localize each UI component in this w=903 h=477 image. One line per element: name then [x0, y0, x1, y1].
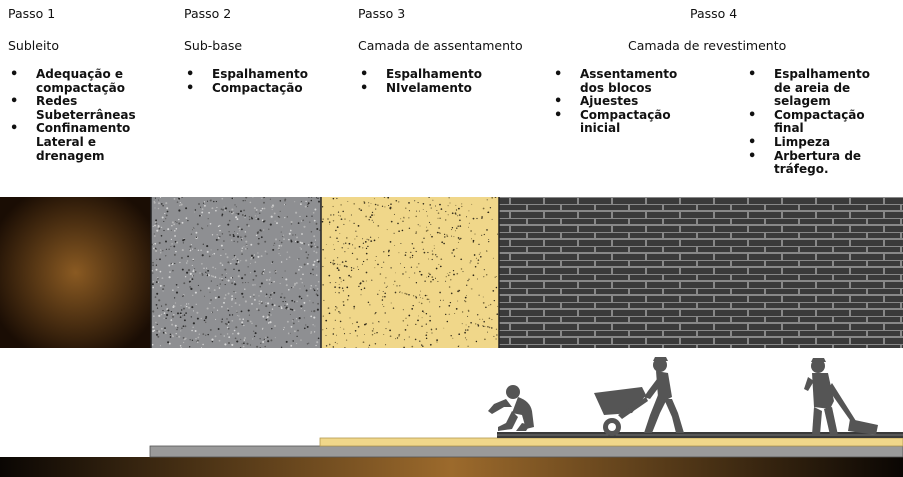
- step-2-list: Espalhamento Compactação: [184, 67, 324, 96]
- step-3-list: Espalhamento NIvelamento: [358, 67, 498, 96]
- paver-block-panel: [499, 197, 903, 348]
- list-item: Assentamento dos blocos: [552, 67, 722, 95]
- gravel-texture: [151, 197, 321, 348]
- list-item: Redes Subeterrâneas: [8, 94, 148, 122]
- list-item: NIvelamento: [358, 81, 498, 96]
- list-item: Espalhamento: [184, 67, 324, 82]
- bedding-layer-strip: [319, 437, 903, 447]
- step-1-list: Adequação e compactação Redes Subeterrân…: [8, 67, 148, 163]
- step-3-label: Passo 3: [358, 6, 406, 21]
- layer-texture-panel: [0, 197, 903, 348]
- wheelbarrow-worker-icon: [594, 357, 684, 436]
- bedding-sand-panel: [321, 197, 499, 348]
- step-4-list-left: Assentamento dos blocos Ajuestes Compact…: [552, 67, 722, 136]
- subgrade-soil-panel: [0, 197, 151, 348]
- step-4-list-right: Espalhamento de areia de selagem Compact…: [746, 67, 896, 177]
- step-2-label: Passo 2: [184, 6, 232, 21]
- step-4-label: Passo 4: [690, 6, 738, 21]
- list-item: Confinamento Lateral e drenagem: [8, 122, 148, 163]
- list-item: Limpeza: [746, 135, 896, 150]
- step-1-label: Passo 1: [8, 6, 56, 21]
- tamping-worker-icon: [804, 358, 878, 435]
- list-item: Espalhamento: [358, 67, 498, 82]
- step-1-title: Subleito: [8, 38, 59, 53]
- pavement-cross-section: [0, 357, 903, 477]
- list-item: Arbertura de tráfego.: [746, 149, 896, 177]
- list-item: Compactação inicial: [552, 108, 722, 136]
- step-3-title: Camada de assentamento: [358, 38, 523, 53]
- list-item: Espalhamento de areia de selagem: [746, 67, 896, 109]
- list-item: Ajuestes: [552, 95, 722, 109]
- subbase-layer-strip: [149, 445, 903, 458]
- subgrade-layer-strip: [0, 457, 903, 477]
- step-4-title: Camada de revestimento: [628, 38, 787, 53]
- list-item: Adequação e compactação: [8, 67, 148, 95]
- sand-texture: [321, 197, 499, 348]
- step-2-title: Sub-base: [184, 38, 243, 53]
- subbase-gravel-panel: [151, 197, 321, 348]
- list-item: Compactação: [184, 81, 324, 96]
- list-item: Compactação final: [746, 108, 896, 136]
- crouching-worker-icon: [488, 385, 534, 431]
